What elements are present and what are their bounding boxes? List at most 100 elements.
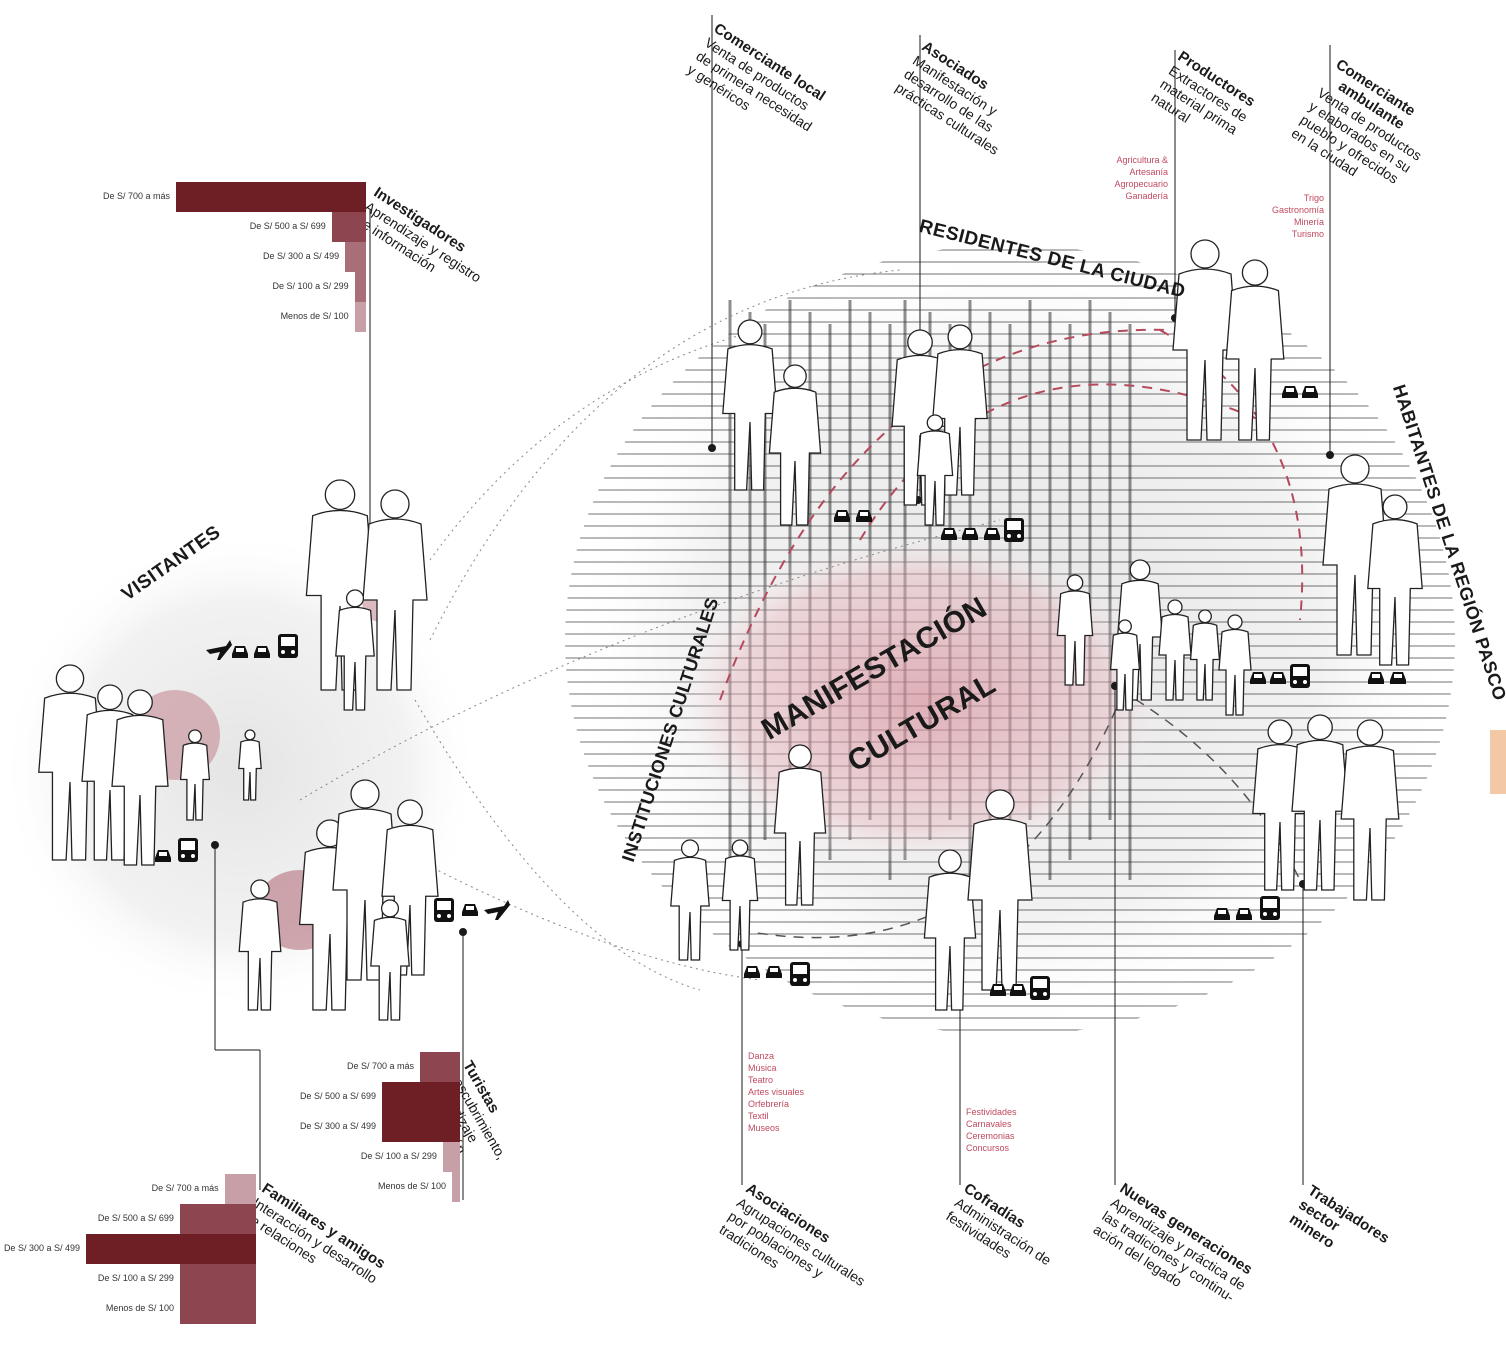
income-bar-label: De S/ 700 a más	[151, 1183, 219, 1193]
asociaciones-sub-1: Danza	[748, 1051, 775, 1061]
income-bar-row: De S/ 300 a S/ 499	[260, 1112, 460, 1142]
red-dashed-arcs	[719, 328, 1304, 701]
cofradias-sub-2: Carnavales	[966, 1119, 1012, 1129]
income-bar-label: De S/ 500 a S/ 699	[299, 1091, 376, 1101]
car-icon	[744, 966, 760, 978]
income-bar	[382, 1112, 460, 1142]
income-bar	[442, 1142, 460, 1172]
productores-sub-4: Turismo	[1291, 229, 1324, 239]
income-bar-row: De S/ 700 a más	[0, 1174, 256, 1204]
asociaciones-sub-2: Música	[748, 1063, 777, 1073]
income-bar-label: De S/ 500 a S/ 699	[97, 1213, 174, 1223]
manifestation-core	[670, 530, 1170, 870]
bus-icon	[1030, 976, 1050, 1000]
car-icon	[462, 904, 478, 916]
person-figure	[1218, 614, 1252, 716]
income-bar-label: Menos de S/ 100	[377, 1181, 446, 1191]
person-figure	[370, 899, 410, 1021]
person-figure	[1056, 574, 1094, 686]
cofradias-sub-3: Ceremonias	[966, 1131, 1015, 1141]
car-icon	[1282, 386, 1298, 398]
income-bar	[452, 1172, 460, 1202]
person-figure	[238, 879, 282, 1011]
income-bar-label: De S/ 100 a S/ 299	[360, 1151, 437, 1161]
income-bar	[179, 1204, 256, 1234]
income-bar	[331, 212, 366, 242]
car-icon	[1368, 672, 1384, 684]
car-icon	[984, 528, 1000, 540]
income-bar-label: De S/ 500 a S/ 699	[249, 221, 326, 231]
asociaciones-sub-4: Artes visuales	[748, 1087, 805, 1097]
connection-arcs	[299, 269, 1001, 991]
transport-icons	[155, 386, 1406, 1000]
car-icon	[155, 850, 171, 862]
income-bar-row: Menos de S/ 100	[260, 1172, 460, 1202]
person-figure	[238, 729, 262, 801]
person-figure	[1291, 714, 1349, 891]
person-figure	[1109, 619, 1141, 711]
asociados-sublist: Agricultura & Artesanía Agropecuario Gan…	[1096, 154, 1168, 202]
car-icon	[834, 510, 850, 522]
income-bar-row: De S/ 300 a S/ 499	[0, 1234, 256, 1264]
person-figure	[1158, 599, 1192, 701]
income-bar	[354, 272, 366, 302]
income-bar-label: De S/ 300 a S/ 499	[299, 1121, 376, 1131]
income-bar-label: De S/ 700 a más	[347, 1061, 415, 1071]
asociados-sub-2: Artesanía	[1129, 167, 1168, 177]
asociaciones-sublist: Danza Música Teatro Artes visuales Orfeb…	[748, 1050, 804, 1134]
productores-sub-3: Minería	[1293, 217, 1324, 227]
income-bar-label: Menos de S/ 100	[280, 311, 349, 321]
income-bar-row: De S/ 500 a S/ 699	[0, 1204, 256, 1234]
income-bar	[345, 242, 366, 272]
asociados-sub-4: Ganadería	[1125, 191, 1168, 201]
income-bar	[86, 1234, 256, 1264]
income-bar-label: De S/ 700 a más	[102, 191, 170, 201]
productores-sub-2: Gastronomía	[1271, 205, 1324, 215]
asociados-sub-3: Agropecuario	[1114, 179, 1168, 189]
people-silhouettes	[38, 239, 1423, 1021]
turistas-income-chart: De S/ 700 a más De S/ 500 a S/ 699 De S/ 3…	[260, 1052, 460, 1202]
person-figure	[670, 839, 710, 961]
income-bar-row: De S/ 700 a más	[60, 182, 366, 212]
income-bar-row: De S/ 100 a S/ 299	[260, 1142, 460, 1172]
bus-icon	[790, 962, 810, 986]
person-figure	[1225, 259, 1285, 441]
productores-sub-1: Trigo	[1303, 193, 1324, 203]
person-figure	[1252, 719, 1308, 891]
car-icon	[1302, 386, 1318, 398]
car-icon	[856, 510, 872, 522]
income-bar-row: De S/ 700 a más	[260, 1052, 460, 1082]
person-figure	[967, 789, 1033, 991]
car-icon	[1250, 672, 1266, 684]
car-icon	[1236, 908, 1252, 920]
person-figure	[179, 729, 211, 821]
car-icon	[990, 984, 1006, 996]
bus-icon	[278, 634, 298, 658]
cofradias-sub-1: Festividades	[966, 1107, 1017, 1117]
car-icon	[1390, 672, 1406, 684]
asociaciones-sub-6: Textil	[748, 1111, 769, 1121]
person-figure	[768, 364, 822, 526]
income-bar-label: De S/ 300 a S/ 499	[3, 1243, 80, 1253]
income-bar-label: De S/ 300 a S/ 499	[263, 251, 340, 261]
asociaciones-sub-5: Orfebrería	[748, 1099, 790, 1109]
income-bar	[382, 1082, 460, 1112]
bus-icon	[1290, 664, 1310, 688]
car-icon	[232, 646, 248, 658]
income-bar-row: De S/ 500 a S/ 699	[60, 212, 366, 242]
orange-side-tab	[1490, 730, 1506, 794]
income-bar-row: De S/ 300 a S/ 499	[60, 242, 366, 272]
income-bar-label: De S/ 100 a S/ 299	[97, 1273, 174, 1283]
income-bar	[179, 1294, 256, 1324]
car-icon	[254, 646, 270, 658]
income-bar-label: De S/ 100 a S/ 299	[272, 281, 349, 291]
cofradias-sub-4: Concursos	[966, 1143, 1010, 1153]
person-figure	[1189, 609, 1221, 701]
income-bar-row: De S/ 100 a S/ 299	[60, 272, 366, 302]
income-bar-label: Menos de S/ 100	[105, 1303, 174, 1313]
person-figure	[1172, 239, 1238, 441]
car-icon	[766, 966, 782, 978]
person-figure	[1322, 454, 1388, 656]
income-bar-row: Menos de S/ 100	[0, 1294, 256, 1324]
